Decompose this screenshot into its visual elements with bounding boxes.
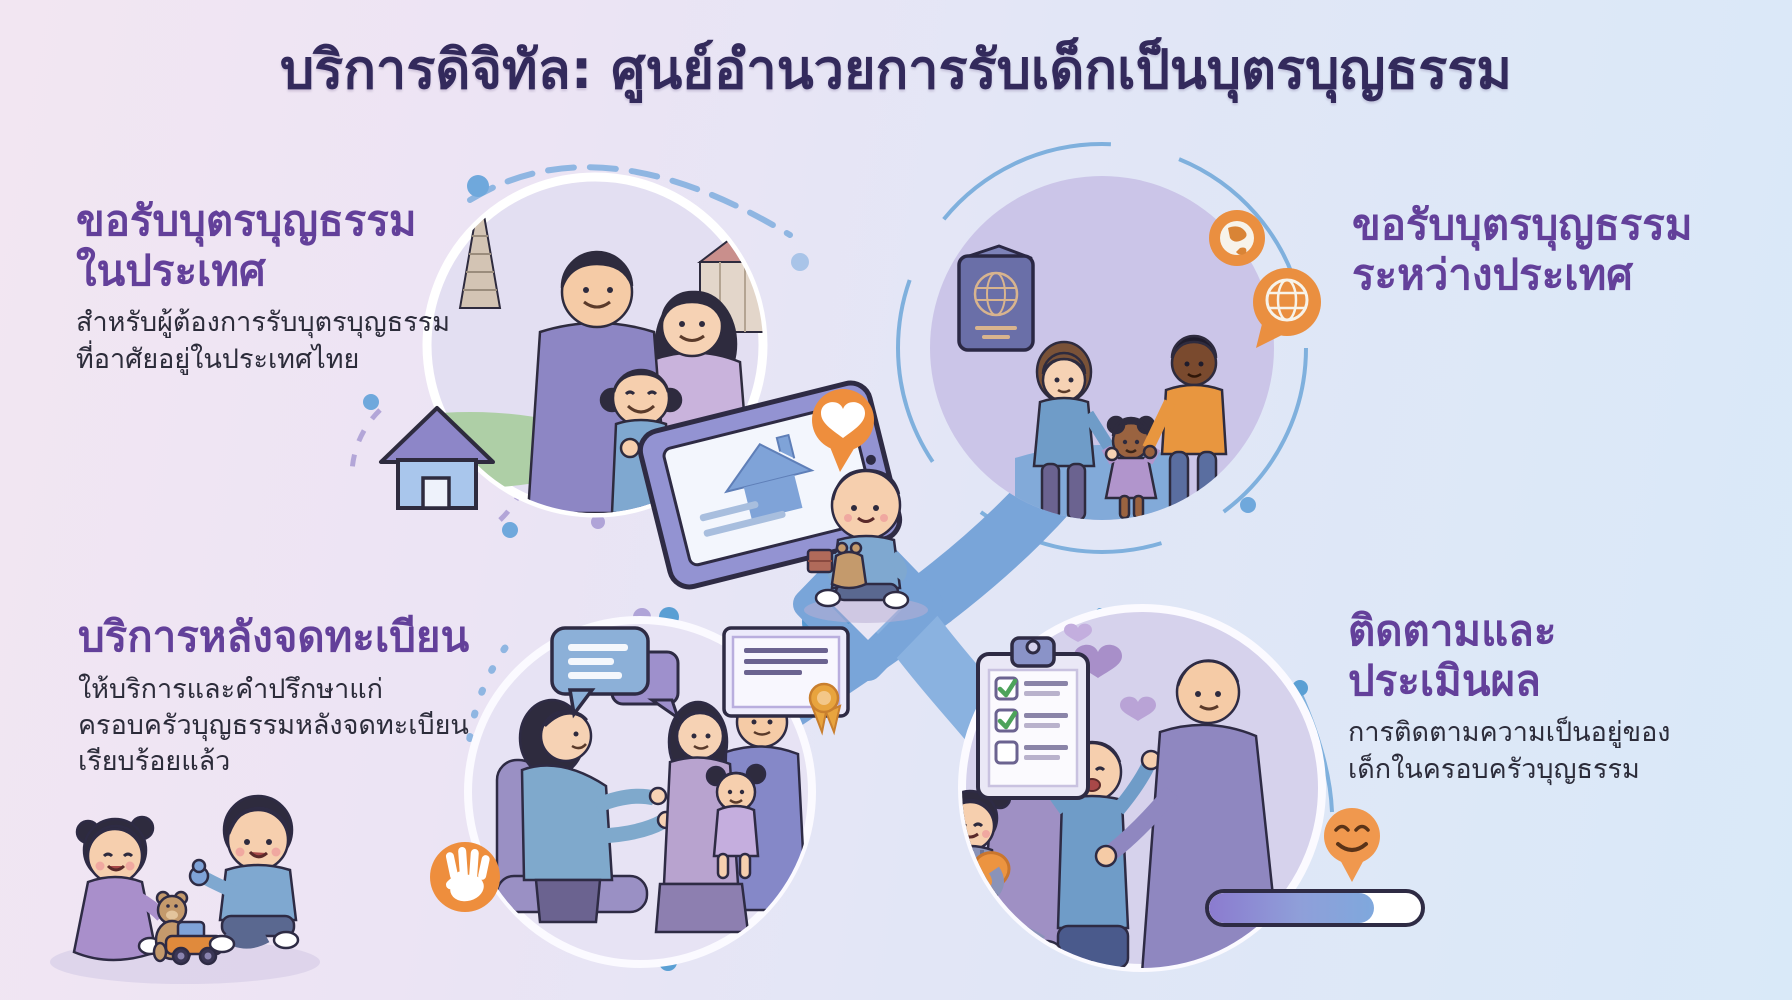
hand-icon	[430, 842, 500, 912]
domestic-family-illustration	[526, 250, 754, 513]
progress-bar-fill	[1209, 893, 1375, 923]
house-icon	[379, 406, 495, 510]
progress-bar	[1205, 889, 1425, 927]
section-monitoring-heading: ติดตามและ ประเมินผล	[1348, 606, 1557, 705]
section-monitoring-body: การติดตามความเป็นอยู่ของ เด็กในครอบครัวบ…	[1348, 717, 1671, 785]
kids-playing-illustration	[50, 794, 320, 984]
section-post-registration-body: ให้บริการและคำปรึกษาแก่ ครอบครัวบุญธรรมห…	[78, 673, 469, 778]
section-domestic-adoption: ขอรับบุตรบุญธรรม ในประเทศ สำหรับผู้ต้องก…	[76, 196, 506, 378]
globe-bubble-icon	[1253, 268, 1321, 348]
section-monitoring: ติดตามและ ประเมินผล การติดตามความเป็นอยู…	[1348, 606, 1768, 788]
heart-pin-icon	[812, 389, 874, 472]
smiley-pin-icon	[1324, 808, 1380, 882]
certificate-icon	[722, 626, 850, 736]
tablet-house-icon	[637, 380, 903, 590]
section-domestic-body: สำหรับผู้ต้องการรับบุตรบุญธรรม ที่อาศัยอ…	[76, 307, 451, 375]
counselor-illustration	[495, 698, 676, 924]
section-post-registration-heading: บริการหลังจดทะเบียน	[78, 612, 470, 661]
intercountry-family-illustration	[1015, 334, 1228, 520]
chat-bubbles-icon	[550, 626, 681, 722]
passport-icon	[957, 244, 1035, 352]
center-child-illustration	[804, 468, 928, 623]
earth-icon	[1209, 210, 1265, 266]
section-domestic-heading: ขอรับบุตรบุญธรรม ในประเทศ	[76, 196, 417, 295]
page-title: บริการดิจิทัล: ศูนย์อำนวยการรับเด็กเป็นบ…	[280, 38, 1512, 101]
section-intercountry-adoption: ขอรับบุตรบุญธรรม ระหว่างประเทศ	[1352, 200, 1772, 309]
section-intercountry-heading: ขอรับบุตรบุญธรรม ระหว่างประเทศ	[1352, 200, 1693, 299]
section-post-registration: บริการหลังจดทะเบียน ให้บริการและคำปรึกษา…	[78, 612, 518, 781]
scene-intercountry	[930, 176, 1274, 520]
clipboard-checklist-icon	[976, 636, 1090, 800]
